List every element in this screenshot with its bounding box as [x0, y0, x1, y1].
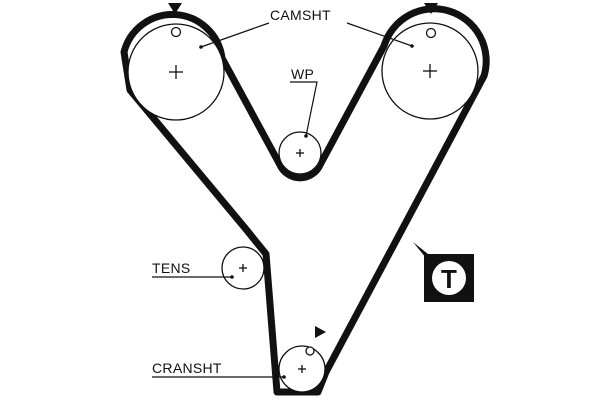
- water-pump-pulley: [278, 131, 322, 175]
- timing-belt: [120, 5, 490, 396]
- timing-dot-icon: [170, 26, 182, 38]
- crankshaft-pulley: [278, 345, 326, 393]
- badge-letter: T: [441, 264, 457, 294]
- triangle-marker-icon: [315, 326, 326, 338]
- leader-lines: [152, 22, 413, 378]
- right-camshaft-pulley: [381, 22, 479, 120]
- triangle-marker-icon: [168, 3, 182, 14]
- plus-icon: [298, 365, 306, 373]
- camshaft-leader-left: [200, 22, 270, 48]
- water-pump-leader: [290, 81, 318, 137]
- timing-dot-icon: [425, 27, 437, 39]
- tensioner-label: TENS: [152, 260, 191, 276]
- water-pump-label: WP: [291, 66, 314, 82]
- plus-icon: [239, 264, 247, 272]
- tensioner-pulley: [221, 246, 265, 290]
- tensioner-badge-icon: T: [413, 242, 474, 302]
- crankshaft-label: CRANSHT: [152, 360, 222, 376]
- camshaft-leader-right: [346, 22, 413, 47]
- triangle-marker-icon: [424, 3, 438, 14]
- plus-icon: [169, 65, 183, 79]
- plus-icon: [423, 64, 437, 78]
- plus-icon: [296, 149, 304, 157]
- camshaft-label: CAMSHT: [270, 7, 331, 23]
- left-camshaft-pulley: [127, 23, 225, 121]
- timing-dot-icon: [305, 346, 315, 356]
